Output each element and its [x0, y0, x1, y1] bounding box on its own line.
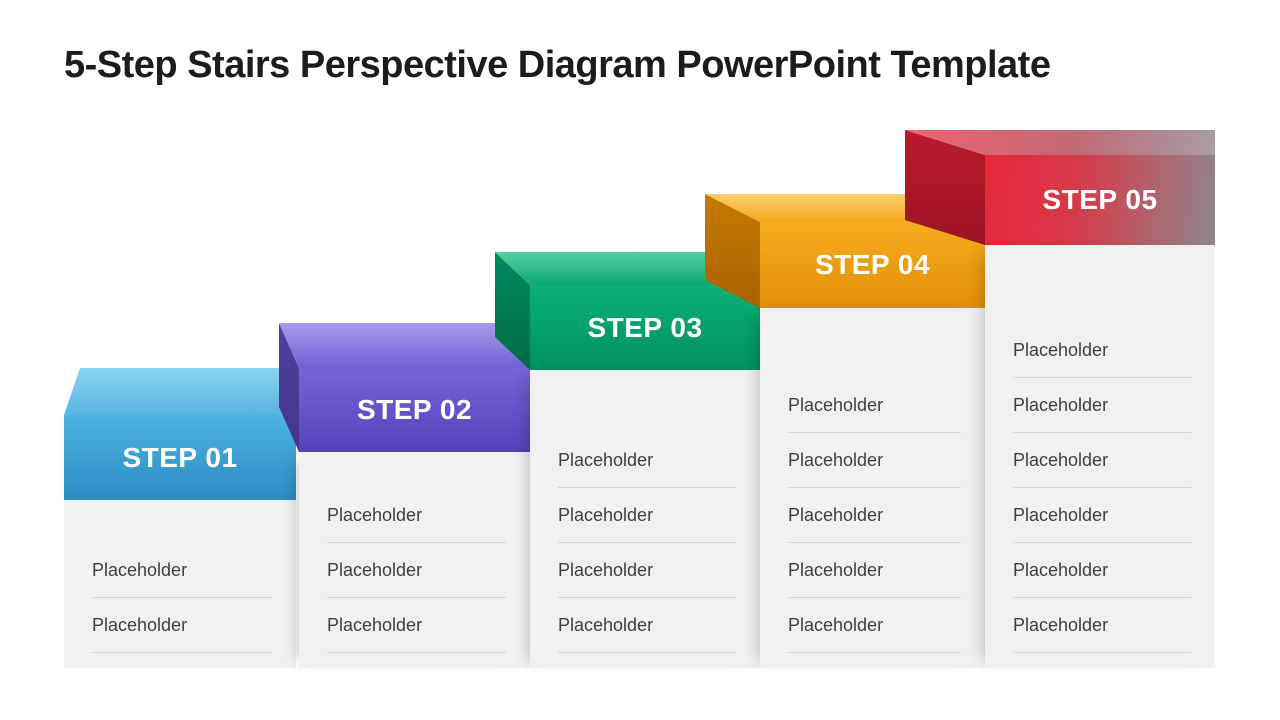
- placeholder-row: Placeholder: [92, 543, 272, 598]
- placeholder-label: Placeholder: [1013, 614, 1109, 635]
- placeholder-row: Placeholder: [1013, 433, 1191, 488]
- placeholder-label: Placeholder: [1013, 504, 1109, 525]
- step-02-top-face: [279, 323, 530, 368]
- step-02-body: Placeholder Placeholder Placeholder: [299, 452, 530, 668]
- placeholder-row: Placeholder: [558, 598, 736, 653]
- placeholder-row: Placeholder: [327, 543, 506, 598]
- placeholder-label: Placeholder: [1013, 339, 1109, 360]
- placeholder-label: Placeholder: [788, 559, 884, 580]
- placeholder-label: Placeholder: [558, 614, 654, 635]
- step-05-rows: Placeholder Placeholder Placeholder Plac…: [985, 323, 1215, 653]
- placeholder-row: Placeholder: [558, 488, 736, 543]
- placeholder-label: Placeholder: [327, 504, 423, 525]
- step-03-body: Placeholder Placeholder Placeholder Plac…: [530, 370, 760, 668]
- placeholder-label: Placeholder: [558, 449, 654, 470]
- placeholder-row: Placeholder: [1013, 488, 1191, 543]
- step-01-body: Placeholder Placeholder: [64, 500, 296, 668]
- placeholder-row: Placeholder: [92, 598, 272, 653]
- placeholder-label: Placeholder: [788, 614, 884, 635]
- step-05-label: STEP 05: [1042, 184, 1158, 215]
- step-01-rows: Placeholder Placeholder: [64, 543, 296, 653]
- step-03-rows: Placeholder Placeholder Placeholder Plac…: [530, 433, 760, 653]
- slide-title: 5-Step Stairs Perspective Diagram PowerP…: [64, 44, 1051, 86]
- placeholder-row: Placeholder: [788, 433, 961, 488]
- placeholder-row: Placeholder: [788, 488, 961, 543]
- step-02-header: STEP 02: [299, 368, 530, 452]
- placeholder-label: Placeholder: [327, 559, 423, 580]
- placeholder-label: Placeholder: [788, 394, 884, 415]
- step-04-rows: Placeholder Placeholder Placeholder Plac…: [760, 378, 985, 653]
- step-01-header: STEP 01: [64, 415, 296, 500]
- placeholder-label: Placeholder: [327, 614, 423, 635]
- placeholder-row: Placeholder: [788, 543, 961, 598]
- step-04-header: STEP 04: [760, 222, 985, 308]
- step-01-label: STEP 01: [122, 441, 238, 473]
- placeholder-row: Placeholder: [1013, 323, 1191, 378]
- placeholder-label: Placeholder: [1013, 559, 1109, 580]
- placeholder-label: Placeholder: [558, 559, 654, 580]
- step-02-label: STEP 02: [356, 394, 473, 425]
- step-01-top-face: [64, 368, 296, 415]
- placeholder-row: Placeholder: [327, 488, 506, 543]
- placeholder-row: Placeholder: [788, 598, 961, 653]
- step-02-rows: Placeholder Placeholder Placeholder: [299, 488, 530, 653]
- placeholder-row: Placeholder: [327, 598, 506, 653]
- placeholder-row: Placeholder: [1013, 378, 1191, 433]
- step-05-body: Placeholder Placeholder Placeholder Plac…: [985, 245, 1215, 668]
- placeholder-label: Placeholder: [92, 614, 188, 635]
- placeholder-row: Placeholder: [788, 378, 961, 433]
- step-04-label: STEP 04: [814, 249, 931, 280]
- step-03-label: STEP 03: [587, 311, 703, 343]
- placeholder-row: Placeholder: [558, 543, 736, 598]
- step-04-body: Placeholder Placeholder Placeholder Plac…: [760, 308, 985, 668]
- placeholder-label: Placeholder: [92, 559, 188, 580]
- placeholder-label: Placeholder: [1013, 394, 1109, 415]
- placeholder-label: Placeholder: [1013, 449, 1109, 470]
- placeholder-row: Placeholder: [1013, 598, 1191, 653]
- step-05-header: STEP 05: [985, 155, 1215, 245]
- placeholder-row: Placeholder: [558, 433, 736, 488]
- placeholder-label: Placeholder: [788, 504, 884, 525]
- placeholder-row: Placeholder: [1013, 543, 1191, 598]
- step-03-header: STEP 03: [530, 285, 760, 370]
- placeholder-label: Placeholder: [788, 449, 884, 470]
- placeholder-label: Placeholder: [558, 504, 654, 525]
